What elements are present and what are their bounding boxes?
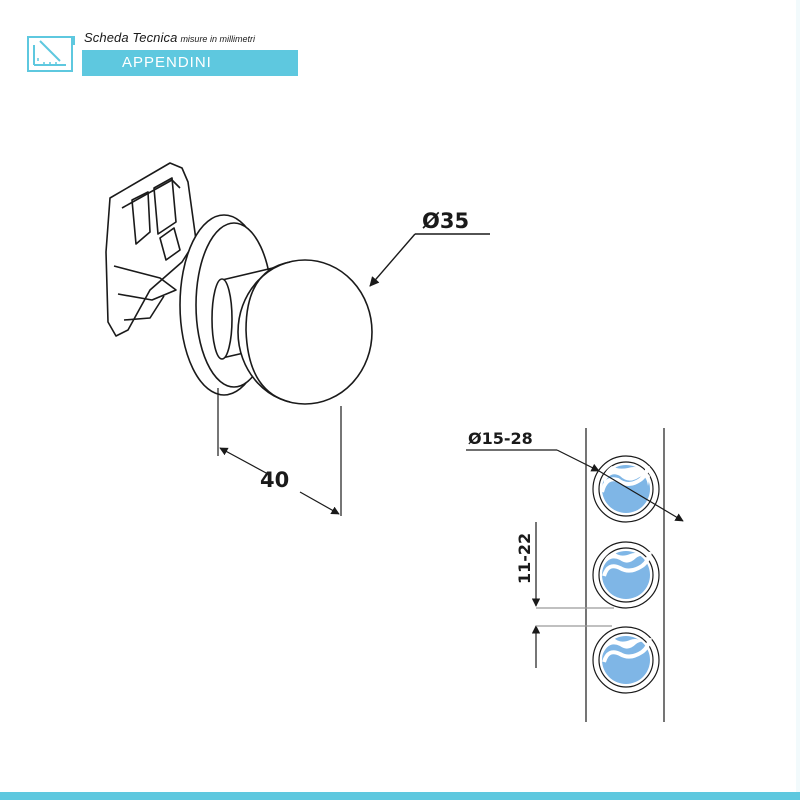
mounting-detail (585, 428, 665, 722)
hole-2 (592, 541, 660, 609)
hole-spacing-label: 11-22 (515, 533, 534, 584)
depth-dimension: 40 (217, 388, 342, 516)
hole-1 (592, 455, 660, 523)
depth-label: 40 (260, 468, 289, 492)
sheet-title-main: Scheda Tecnica (84, 30, 178, 45)
hook-product (105, 162, 373, 405)
bottom-accent-bar (0, 792, 800, 800)
hole-3 (592, 626, 660, 694)
sheet-title-units: misure in millimetri (180, 34, 255, 44)
hole-diameter-callout: Ø15-28 (466, 429, 684, 522)
knob-diameter-callout: Ø35 (369, 209, 490, 287)
hole-diameter-label: Ø15-28 (468, 429, 533, 448)
right-edge-strip (796, 0, 800, 800)
hole-spacing-dimension: 11-22 (515, 522, 614, 668)
category-band: APPENDINI (82, 50, 298, 76)
ruler-pencil-icon (27, 36, 75, 72)
knob-diameter-label: Ø35 (422, 209, 469, 233)
